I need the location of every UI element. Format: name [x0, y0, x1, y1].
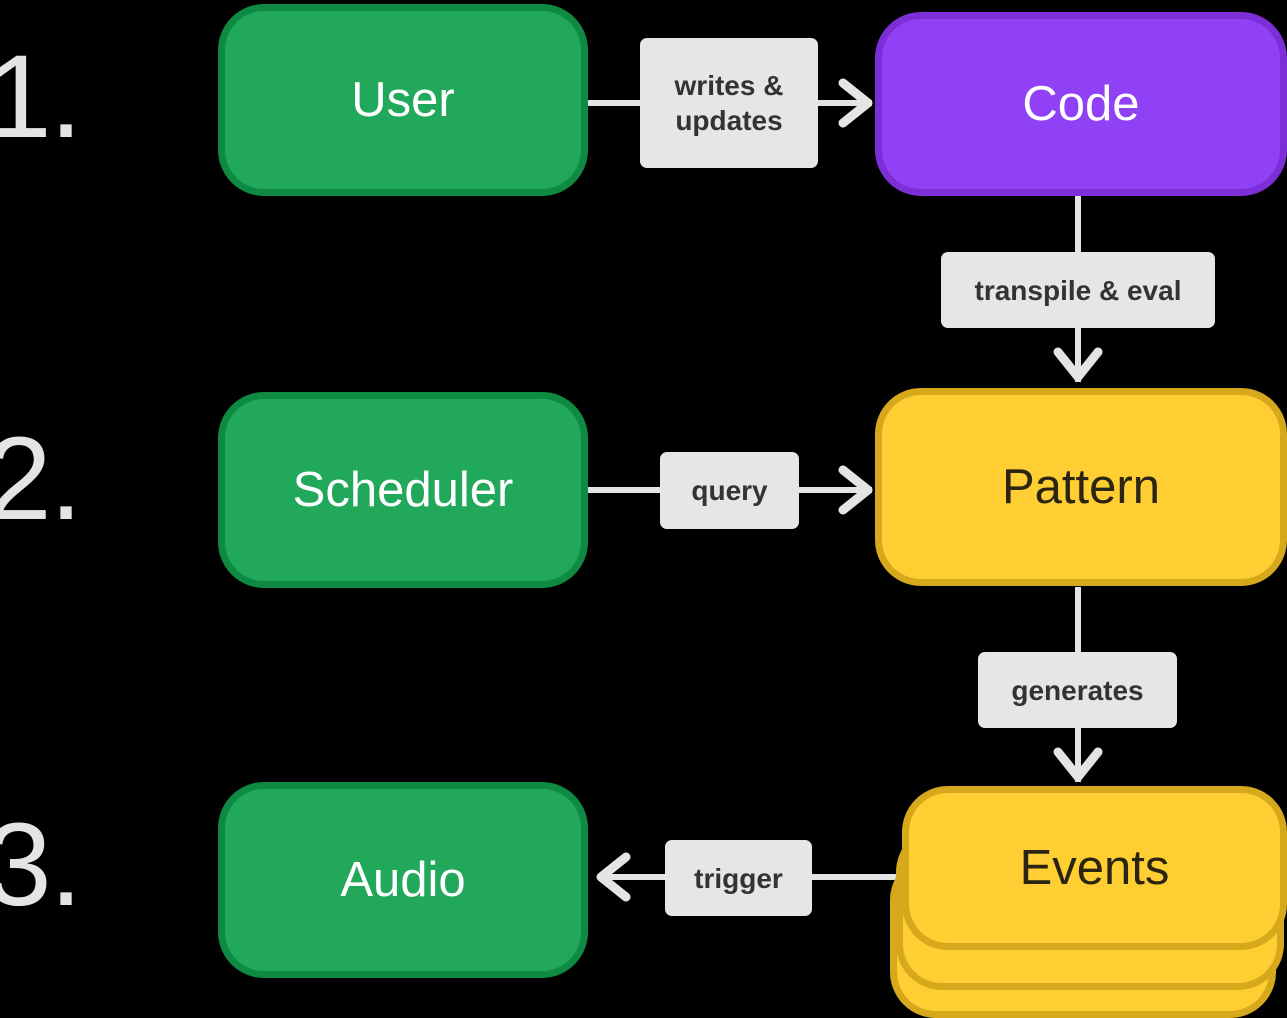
node-code[interactable]: Code	[875, 12, 1287, 196]
arrowhead-code-pattern	[1053, 347, 1103, 382]
step-number-3: 3.	[0, 799, 82, 931]
node-user-label: User	[351, 72, 455, 127]
edge-label-generates: generates	[978, 652, 1177, 728]
node-events-label: Events	[1019, 840, 1170, 895]
step-number-2: 2.	[0, 413, 82, 545]
node-user[interactable]: User	[218, 4, 588, 196]
edge-label-transpile-eval: transpile & eval	[941, 252, 1215, 328]
node-pattern-label: Pattern	[1002, 459, 1160, 514]
node-audio[interactable]: Audio	[218, 782, 588, 978]
arrowhead-user-code	[838, 78, 873, 128]
node-events[interactable]: Events	[890, 786, 1287, 1018]
node-code-label: Code	[1022, 76, 1140, 131]
step-number-1: 1.	[0, 31, 82, 163]
node-events-stack-layer-front[interactable]: Events	[902, 786, 1287, 950]
node-audio-label: Audio	[340, 852, 466, 907]
arrowhead-scheduler-pattern	[838, 465, 873, 515]
node-scheduler-label: Scheduler	[292, 462, 514, 517]
node-scheduler[interactable]: Scheduler	[218, 392, 588, 588]
edge-label-query: query	[660, 452, 799, 529]
edge-label-trigger: trigger	[665, 840, 812, 916]
arrowhead-events-audio	[596, 852, 631, 902]
edge-label-writes-updates: writes & updates	[640, 38, 818, 168]
node-pattern[interactable]: Pattern	[875, 388, 1287, 586]
arrowhead-pattern-events	[1053, 747, 1103, 782]
